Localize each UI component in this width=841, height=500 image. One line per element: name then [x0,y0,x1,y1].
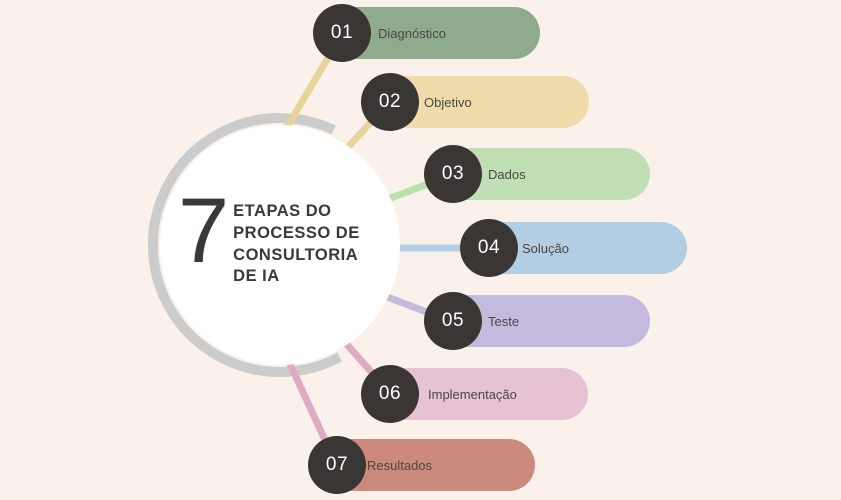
step-badge-03[interactable]: 03 [424,145,482,203]
page-title-line-3: CONSULTORIA [233,245,359,264]
step-label-01: Diagnóstico [378,25,446,41]
step-badge-05[interactable]: 05 [424,292,482,350]
step-row-02[interactable]: 02 Objetivo [0,73,841,131]
page-title-line-1: ETAPAS DO [233,202,332,220]
center-arc-ring [148,112,342,377]
step-badge-01[interactable]: 01 [313,4,371,62]
step-label-02: Objetivo [424,94,472,110]
step-label-05: Teste [488,313,520,329]
step-row-03[interactable]: 03 Dados [0,145,841,203]
step-label-04: Solução [522,240,569,256]
step-badge-04[interactable]: 04 [460,219,518,277]
step-row-01[interactable]: 01 Diagnóstico [0,4,841,62]
page-title-line-4: DE IA [233,267,280,286]
step-label-07: Resultados [367,457,433,473]
center-title-block: 7 ETAPAS DO PROCESSO DE CONSULTORIA DE I… [178,185,393,288]
step-badge-02[interactable]: 02 [361,73,419,131]
step-badge-07[interactable]: 07 [308,436,366,494]
page-title-line-2: PROCESSO DE [233,223,360,242]
step-row-05[interactable]: 05 Teste [0,292,841,350]
step-label-06: Implementação [428,386,517,402]
step-count-number: 7 [178,180,229,282]
step-row-06[interactable]: 06 Implementação [0,365,841,423]
step-label-03: Dados [488,166,526,182]
step-badge-06[interactable]: 06 [361,365,419,423]
page-title: ETAPAS DO PROCESSO DE CONSULTORIA DE IA [233,198,360,288]
center-disc [160,125,400,365]
